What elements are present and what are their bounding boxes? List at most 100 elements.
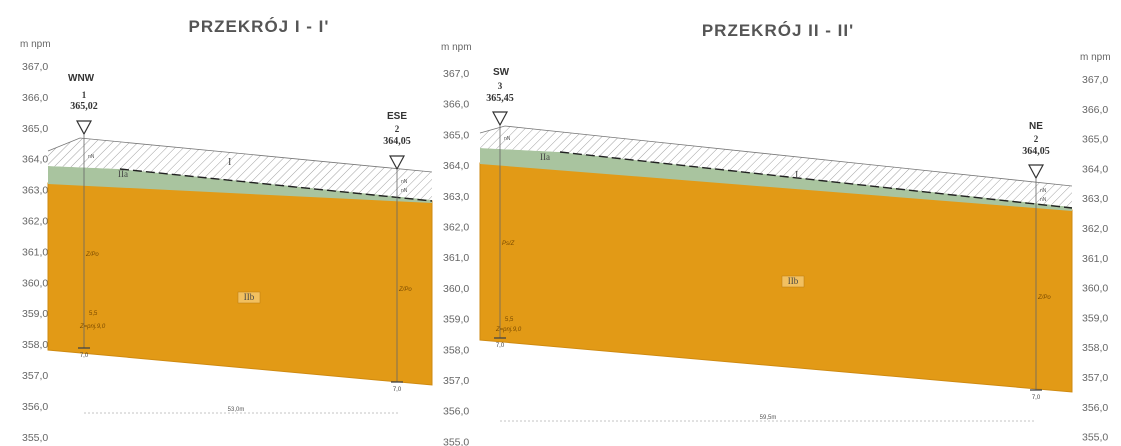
elevation-tick-label: 360,0 <box>22 277 48 289</box>
elevation-tick-label: 359,0 <box>22 308 48 320</box>
elevation-tick-label: 361,0 <box>443 252 469 264</box>
borehole-2b: NE 2 364,05 7,0 nN nN Z/Po <box>1022 121 1051 401</box>
borehole-marker-icon <box>75 120 93 136</box>
elevation-tick-label: 356,0 <box>22 401 48 413</box>
elevation-axis-middle: m npm 367,0 366,0 365,0 364,0 363,0 362,0 361,… <box>441 42 472 446</box>
layer-label-IIa: IIa <box>118 169 128 179</box>
elevation-tick-label: 357,0 <box>443 375 469 387</box>
borehole-number: 1 <box>82 90 87 100</box>
section-2-title: PRZEKRÓJ II - II' <box>702 21 854 40</box>
axis-unit-label: m npm <box>1080 52 1111 63</box>
water-table-line <box>119 168 433 202</box>
layer-I-fill <box>48 138 432 200</box>
elevation-tick-label: 356,0 <box>1082 402 1108 414</box>
layer-I-fill <box>480 126 1072 207</box>
borehole-direction: NE <box>1029 121 1043 132</box>
borehole-note: Ps/Z <box>502 241 515 247</box>
borehole-note: nN <box>401 179 408 185</box>
borehole-note: Z=pnj.9,0 <box>79 324 106 330</box>
elevation-axis-left: m npm 367,0 366,0 365,0 364,0 363,0 362,0 361,… <box>20 39 51 444</box>
borehole-number: 3 <box>498 81 503 91</box>
layer-label-I: I <box>228 157 231 168</box>
layer-label-IIb: IIb <box>244 292 255 302</box>
borehole-note: 5,5 <box>505 317 514 323</box>
layer-IIa-silt <box>48 166 432 203</box>
elevation-axis-right: m npm 367,0 366,0 365,0 364,0 363,0 362,0 361,… <box>1080 52 1111 444</box>
elevation-tick-label: 364,0 <box>22 154 48 166</box>
elevation-tick-label: 355,0 <box>443 436 469 446</box>
elevation-tick-label: 358,0 <box>22 339 48 351</box>
elevation-tick-label: 358,0 <box>1082 342 1108 354</box>
elevation-tick-label: 364,0 <box>443 160 469 172</box>
elevation-tick-label: 367,0 <box>1082 74 1108 86</box>
elevation-tick-label: 365,0 <box>1082 134 1108 146</box>
borehole-marker-icon <box>388 155 406 171</box>
elevation-tick-label: 363,0 <box>22 185 48 197</box>
borehole-marker-icon <box>491 111 509 127</box>
elevation-tick-label: 359,0 <box>443 314 469 326</box>
water-table-line <box>559 151 1073 209</box>
borehole-depth-label: 7,0 <box>496 343 505 349</box>
borehole-note: Z/Po <box>398 287 412 293</box>
elevation-tick-label: 357,0 <box>1082 372 1108 384</box>
distance-label: 59,5m <box>760 415 777 421</box>
cross-section-1: WNW 1 365,02 7,0 nN Z/Po 5,5 Z=pnj.9,0 E… <box>47 73 433 414</box>
ground-surface-line <box>479 125 1073 187</box>
axis-unit-label: m npm <box>20 39 51 50</box>
borehole-marker-icon <box>1027 164 1045 180</box>
layer-label-IIa: IIa <box>540 152 550 162</box>
elevation-tick-label: 362,0 <box>22 216 48 228</box>
elevation-tick-label: 366,0 <box>22 92 48 104</box>
layer-label-IIb: IIb <box>788 276 799 286</box>
borehole-elevation: 365,45 <box>486 93 514 104</box>
borehole-elevation: 364,05 <box>383 136 411 147</box>
borehole-note: Z/Po <box>1037 295 1051 301</box>
elevation-tick-label: 366,0 <box>443 99 469 111</box>
elevation-tick-label: 364,0 <box>1082 163 1108 175</box>
elevation-tick-label: 360,0 <box>443 283 469 295</box>
borehole-depth-label: 7,0 <box>1032 395 1041 401</box>
elevation-tick-label: 367,0 <box>443 68 469 80</box>
borehole-note: nN <box>1040 197 1047 203</box>
elevation-tick-label: 363,0 <box>443 191 469 203</box>
borehole-number: 2 <box>1034 134 1039 144</box>
borehole-depth-label: 7,0 <box>393 387 402 393</box>
borehole-direction: SW <box>493 67 510 78</box>
borehole-note: nN <box>504 136 511 142</box>
elevation-tick-label: 365,0 <box>22 123 48 135</box>
elevation-tick-label: 357,0 <box>22 370 48 382</box>
elevation-tick-label: 367,0 <box>22 61 48 73</box>
borehole-1: WNW 1 365,02 7,0 nN Z/Po 5,5 Z=pnj.9,0 <box>68 73 106 359</box>
borehole-note: Z=pnj.9,0 <box>495 327 522 333</box>
borehole-3: SW 3 365,45 7,0 nN Ps/Z 5,5 Z=pnj.9,0 <box>486 67 522 349</box>
elevation-tick-label: 362,0 <box>443 222 469 234</box>
borehole-direction: ESE <box>387 111 407 122</box>
elevation-tick-label: 356,0 <box>443 406 469 418</box>
section-1-title: PRZEKRÓJ I - I' <box>189 17 330 36</box>
layer-label-I: I <box>795 170 798 181</box>
elevation-tick-label: 358,0 <box>443 344 469 356</box>
elevation-tick-label: 361,0 <box>1082 253 1108 265</box>
distance-label: 53,0m <box>228 407 245 413</box>
elevation-tick-label: 366,0 <box>1082 104 1108 116</box>
borehole-direction: WNW <box>68 73 95 84</box>
elevation-tick-label: 355,0 <box>22 432 48 444</box>
elevation-tick-label: 362,0 <box>1082 223 1108 235</box>
elevation-tick-label: 360,0 <box>1082 283 1108 295</box>
borehole-note: nN <box>88 154 95 160</box>
borehole-note: nN <box>1040 188 1047 194</box>
elevation-tick-label: 365,0 <box>443 129 469 141</box>
borehole-elevation: 365,02 <box>70 101 98 112</box>
borehole-depth-label: 7,0 <box>80 353 89 359</box>
elevation-tick-label: 355,0 <box>1082 432 1108 444</box>
elevation-tick-label: 363,0 <box>1082 193 1108 205</box>
layer-IIa-silt <box>480 148 1072 211</box>
axis-unit-label: m npm <box>441 42 472 53</box>
borehole-2: ESE 2 364,05 7,0 nN nN Z/Po <box>383 111 412 393</box>
ground-surface-line <box>47 137 433 173</box>
elevation-tick-label: 361,0 <box>22 246 48 258</box>
borehole-note: nN <box>401 188 408 194</box>
cross-section-2: SW 3 365,45 7,0 nN Ps/Z 5,5 Z=pnj.9,0 NE… <box>479 67 1073 422</box>
borehole-note: Z/Po <box>85 252 99 258</box>
borehole-elevation: 364,05 <box>1022 146 1050 157</box>
